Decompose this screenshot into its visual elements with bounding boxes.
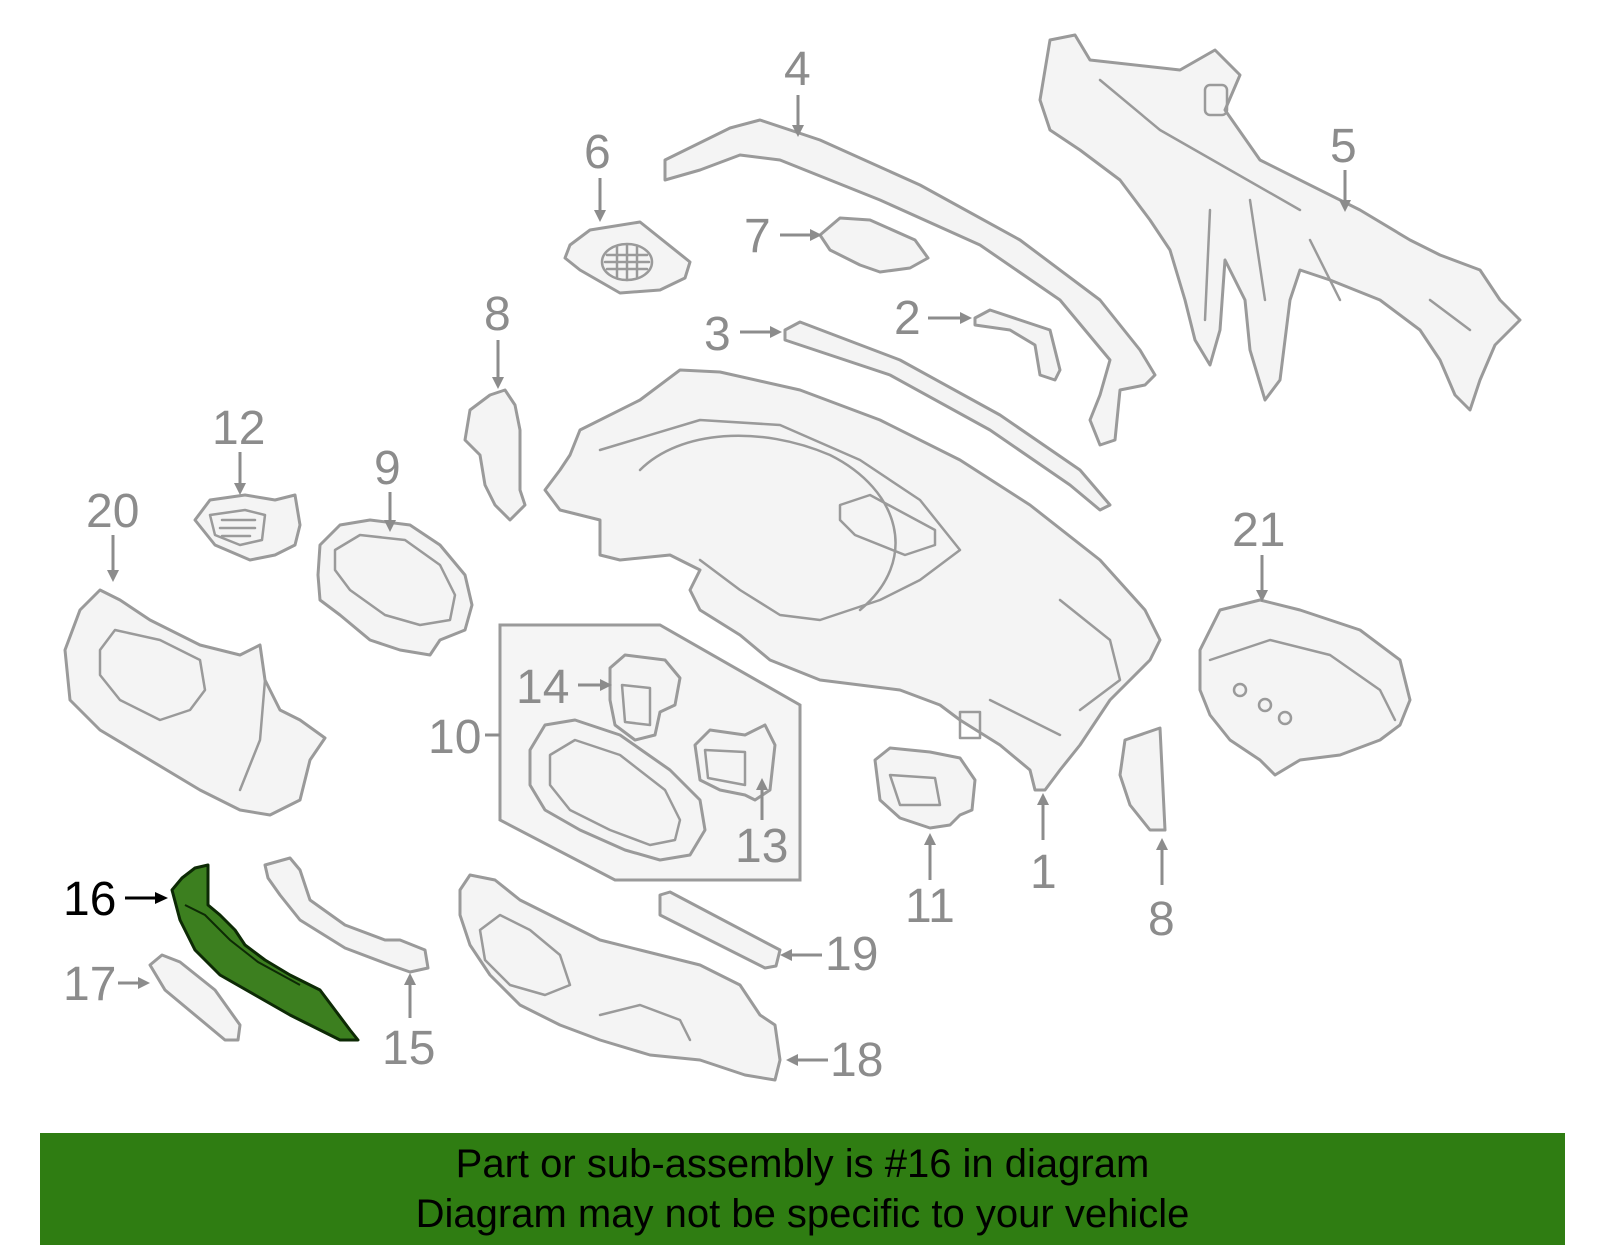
part-14-center-vent-small[interactable]	[608, 653, 682, 742]
part-2-duct[interactable]	[973, 308, 1062, 382]
callout-21: 21	[1232, 504, 1285, 557]
callout-14: 14	[516, 661, 569, 714]
part-6-speaker-grille[interactable]	[563, 220, 692, 295]
callout-5: 5	[1330, 120, 1357, 173]
part-16-lower-crash-pad-panel[interactable]	[170, 863, 360, 1042]
part-20-lower-panel[interactable]	[63, 588, 327, 817]
callout-6: 6	[584, 126, 611, 179]
part-3-strip[interactable]	[783, 320, 1112, 512]
callout-11: 11	[905, 880, 955, 933]
callout-8-upper: 8	[484, 288, 511, 341]
part-7-cover[interactable]	[818, 216, 930, 274]
part-19-strip[interactable]	[658, 890, 782, 970]
part-5-crossmember[interactable]	[1038, 33, 1522, 412]
part-12-side-vent[interactable]	[193, 493, 302, 562]
callout-7: 7	[744, 210, 771, 263]
part-18-lower-crash-pad[interactable]	[458, 873, 782, 1082]
callout-18: 18	[830, 1034, 883, 1087]
callout-8-lower: 8	[1148, 893, 1175, 946]
callout-15: 15	[382, 1022, 435, 1075]
callout-9: 9	[374, 442, 401, 495]
callout-2: 2	[894, 292, 921, 345]
callout-16[interactable]: 16	[63, 873, 116, 926]
part-8-side-cover[interactable]	[1118, 726, 1167, 832]
part-13-center-vent[interactable]	[693, 723, 777, 802]
callout-4: 4	[784, 43, 811, 96]
part-21-airbag-module[interactable]	[1198, 598, 1412, 777]
info-banner: Part or sub-assembly is #16 in diagram D…	[40, 1133, 1565, 1245]
leader-lines	[107, 95, 1351, 1066]
callout-3: 3	[704, 308, 731, 361]
banner-line-2: Diagram may not be specific to your vehi…	[415, 1192, 1190, 1236]
part-10-fascia-frame[interactable]	[528, 718, 707, 862]
callout-12: 12	[212, 402, 265, 455]
part-11-vent[interactable]	[873, 746, 977, 830]
callout-1: 1	[1030, 846, 1057, 899]
part-4-upper-panel[interactable]	[663, 118, 1157, 447]
part-9-cluster-hood[interactable]	[316, 518, 474, 657]
part-10-center-fascia-group[interactable]	[498, 623, 802, 882]
callout-20: 20	[86, 485, 139, 538]
callout-17: 17	[63, 958, 116, 1011]
callout-13: 13	[735, 820, 788, 873]
part-17-cover[interactable]	[148, 953, 242, 1042]
callout-19: 19	[825, 928, 878, 981]
part-1-dash-panel[interactable]	[543, 368, 1162, 792]
part-8-upper-bracket[interactable]	[463, 388, 527, 522]
callout-labels: 4 6 7 2 3 5 8 12 9 20 21 14 10 13 11 1 8…	[63, 43, 1357, 1087]
part-15-lower-bracket[interactable]	[263, 856, 430, 974]
callout-10: 10	[428, 711, 481, 764]
banner-line-1: Part or sub-assembly is #16 in diagram	[455, 1142, 1150, 1186]
